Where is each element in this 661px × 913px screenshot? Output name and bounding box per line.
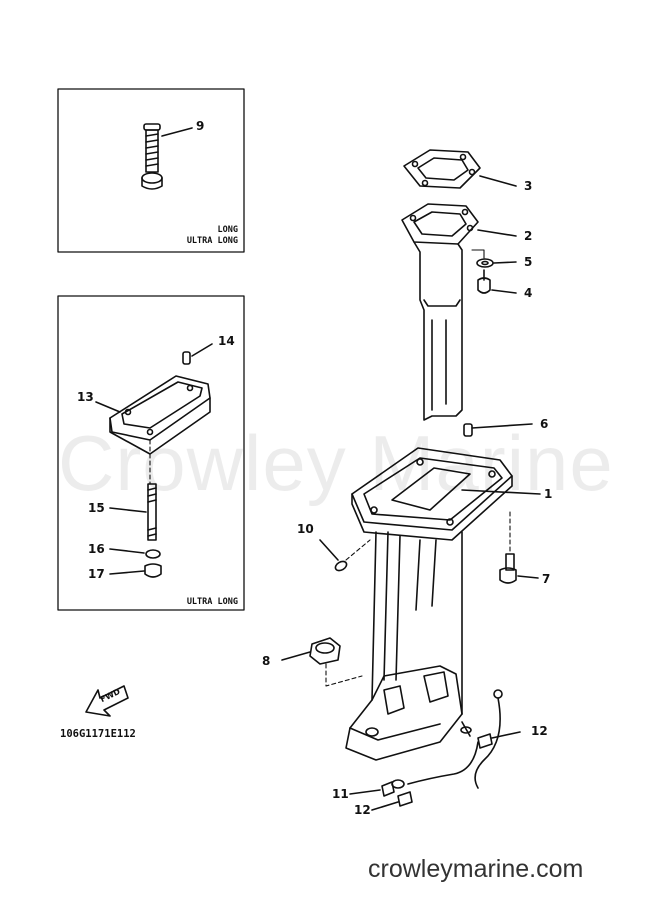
drawing-code: 106G1171E112	[60, 728, 136, 740]
lead-wire-assembly	[391, 689, 503, 789]
part-3-gasket	[403, 149, 517, 189]
part-17-nut	[109, 563, 162, 578]
part-4-bolt	[477, 269, 517, 294]
part-11-screw	[349, 781, 395, 797]
callout-15: 15	[88, 501, 105, 515]
callout-6: 6	[540, 417, 549, 431]
callout-14: 14	[218, 334, 235, 348]
callout-12-upper: 12	[531, 724, 548, 738]
inset-box-long	[57, 88, 245, 253]
callout-1: 1	[544, 487, 553, 501]
callout-12-lower: 12	[354, 803, 371, 817]
part-14-dowel	[182, 343, 213, 365]
inset-bottom-label: ULTRA LONG	[150, 597, 238, 608]
callout-7: 7	[542, 572, 551, 586]
inset-bottom-label-line-1: ULTRA LONG	[186, 597, 238, 607]
inset-top-label: LONG ULTRA LONG	[150, 225, 238, 247]
part-8-grommet	[281, 637, 363, 687]
callout-4: 4	[524, 286, 533, 300]
inset-top-label-line-1: LONG	[217, 225, 238, 235]
callout-11: 11	[332, 787, 349, 801]
inset-box-ultra-long	[57, 295, 245, 611]
callout-5: 5	[524, 255, 533, 269]
part-9-stud	[141, 123, 193, 190]
callout-13: 13	[77, 390, 94, 404]
callout-8: 8	[262, 654, 271, 668]
part-12-screw-lower	[371, 791, 413, 811]
inset-top-label-line-2: ULTRA LONG	[186, 236, 238, 246]
part-2-exhaust-pipe	[401, 203, 517, 421]
callout-17: 17	[88, 567, 105, 581]
fwd-arrow-icon	[85, 685, 129, 717]
callout-16: 16	[88, 542, 105, 556]
watermark: Crowley Marine	[58, 419, 614, 507]
callout-9: 9	[196, 119, 205, 133]
part-5-washer	[471, 249, 517, 268]
part-6-dowel	[463, 423, 533, 437]
site-url: crowleymarine.com	[368, 855, 584, 883]
part-16-washer	[109, 548, 161, 559]
callout-3: 3	[524, 179, 533, 193]
part-15-stud	[109, 483, 157, 541]
part-1-upper-casing	[345, 447, 541, 761]
part-7-bolt	[499, 511, 539, 584]
part-12-screw-upper	[477, 731, 521, 749]
callout-10: 10	[297, 522, 314, 536]
part-13-spacer	[95, 375, 211, 485]
part-10-plug	[319, 539, 371, 572]
callout-2: 2	[524, 229, 533, 243]
